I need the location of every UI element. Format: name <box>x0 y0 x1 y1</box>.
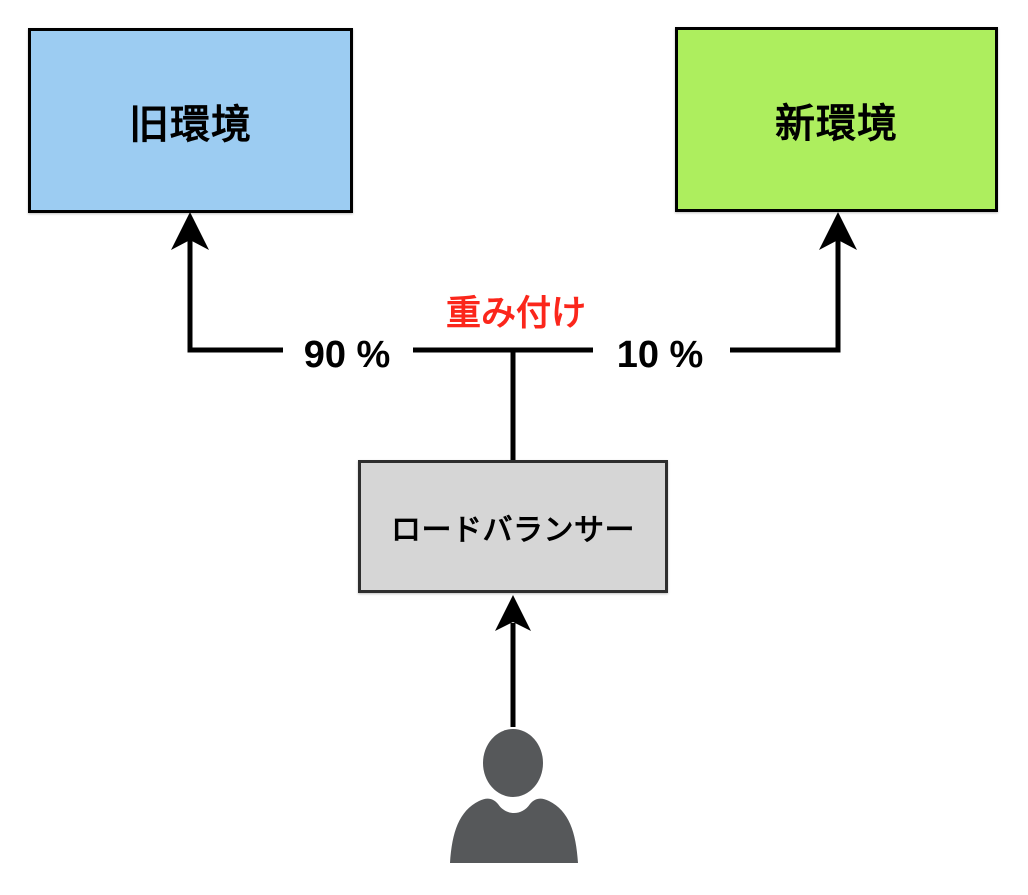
user-icon <box>450 729 578 863</box>
old-environment-label: 旧環境 <box>129 102 252 147</box>
node-old-environment: 旧環境 <box>28 28 353 213</box>
arrowhead-load-balancer-icon <box>495 595 531 631</box>
node-new-environment: 新環境 <box>675 27 998 212</box>
user-head-icon <box>483 729 543 797</box>
node-load-balancer: ロードバランサー <box>358 460 668 593</box>
connector-to-new-env <box>730 240 841 353</box>
arrowhead-old-env-icon <box>171 212 209 250</box>
connector-to-old-env <box>187 240 283 353</box>
new-environment-label: 新環境 <box>775 101 898 146</box>
weighting-caption: 重み付け <box>445 294 586 333</box>
arrowhead-new-env-icon <box>819 212 857 250</box>
user-body-icon <box>450 798 578 863</box>
weight-label-new-env: 10 % <box>616 334 704 376</box>
load-balancer-label: ロードバランサー <box>391 513 635 547</box>
weight-label-old-env: 90 % <box>303 334 391 376</box>
